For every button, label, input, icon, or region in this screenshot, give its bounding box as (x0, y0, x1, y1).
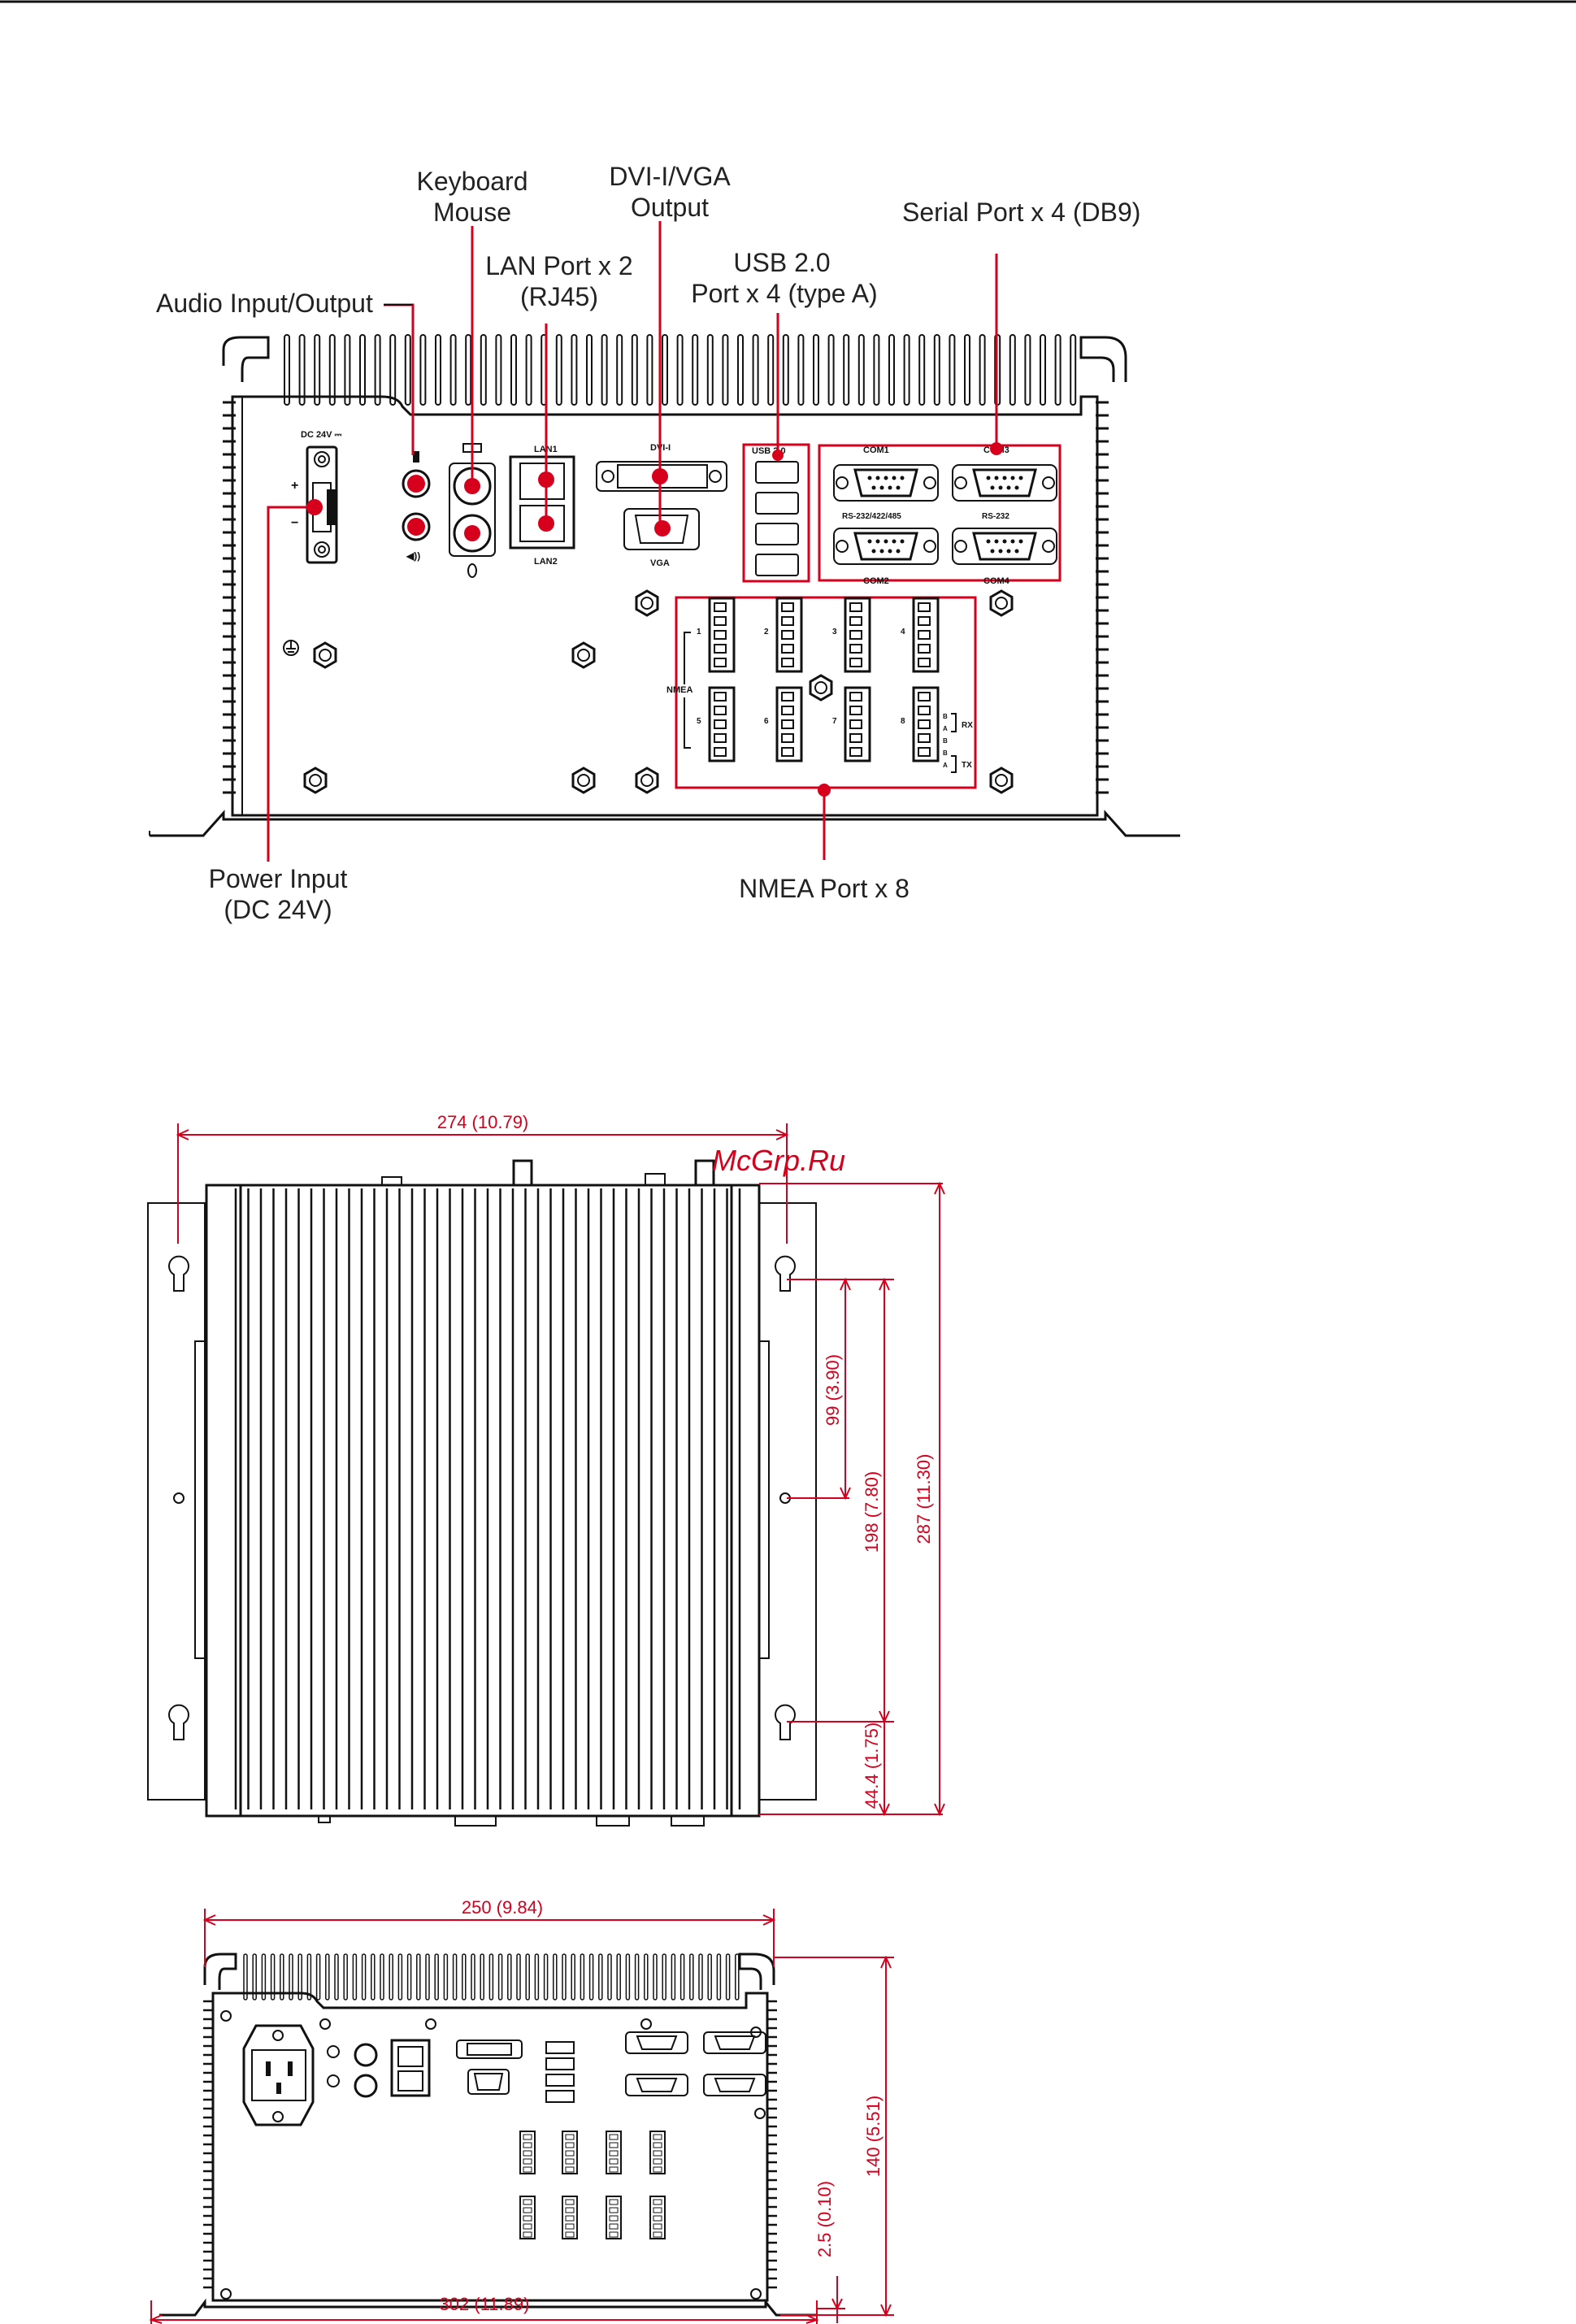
top-dimensions (176, 1123, 945, 1817)
dim-hole-44: 44.4 (1.75) (862, 1722, 882, 1809)
nmea-pin-label: B (943, 713, 948, 720)
usb-highlight-box (742, 443, 810, 583)
front-dimensions (149, 1909, 894, 2324)
output-label: Output (631, 193, 709, 222)
mounting-nuts (303, 589, 1014, 794)
nmea-port-number: 5 (697, 717, 701, 726)
usb-ports: USB 2.0 (742, 443, 810, 583)
front-body (211, 1992, 769, 2302)
dim-hole-99: 99 (3.90) (823, 1354, 843, 1426)
nmea-pin-label: B (943, 749, 948, 757)
com2-label: COM2 (863, 576, 889, 586)
ground-icon (283, 640, 299, 656)
serial-port-label: Serial Port x 4 (DB9) (902, 198, 1140, 227)
dim-overall-width: 302 (11.89) (440, 2294, 530, 2314)
lan-ports: LAN1 LAN2 (509, 445, 575, 567)
nmea-port-number: 7 (832, 717, 837, 726)
lan2-label: LAN2 (534, 557, 558, 567)
audio-jacks: ◀)) (402, 451, 431, 562)
rs232-label: RS-232 (982, 512, 1009, 521)
front-ports (327, 2031, 766, 2239)
dim-foot: 2.5 (0.10) (814, 2181, 835, 2257)
com4-label: COM4 (983, 576, 1010, 586)
watermark: McGrp.Ru (712, 1144, 845, 1177)
nmea-pin-label: A (943, 725, 948, 732)
nmea-port-label: NMEA Port x 8 (739, 874, 910, 903)
nmea-pin-label: A (943, 762, 948, 769)
serial-highlight-box (818, 444, 1062, 582)
nmea-port-number: 4 (901, 628, 905, 636)
dim-top-depth: 287 (11.30) (914, 1454, 934, 1544)
dim-hole-198: 198 (7.80) (862, 1471, 882, 1553)
dim-top-width: 274 (10.79) (437, 1112, 529, 1132)
nmea-port-number: 1 (697, 628, 701, 636)
com1-label: COM1 (863, 445, 889, 455)
dc-24v-label: DC 24V ⎓ (301, 430, 342, 440)
nmea-port-number: 2 (764, 628, 769, 636)
nmea-port-number: 6 (764, 717, 769, 726)
mouse-icon (467, 563, 477, 578)
usb-version-label: USB 2.0 (733, 248, 830, 277)
lan-port-label: LAN Port x 2 (485, 251, 632, 280)
mouse-label: Mouse (433, 198, 511, 227)
speaker-icon: ◀)) (406, 550, 420, 562)
callout-leaders (267, 221, 998, 862)
video-ports: DVI-I VGA (596, 443, 727, 568)
rj45-label: (RJ45) (520, 282, 598, 311)
vga-label: VGA (650, 558, 670, 568)
nmea-port-number: 3 (832, 628, 837, 636)
rx-label: RX (962, 721, 973, 730)
left-ear (222, 336, 270, 382)
front-fins-left (203, 2000, 213, 2289)
nmea-port-number: 8 (901, 717, 905, 726)
front-fins-right (767, 2000, 777, 2289)
serial-ports: COM1 COM3 RS-232/422/485 RS-232 COM2 COM… (818, 442, 1062, 586)
power-input-label: Power Input (209, 864, 348, 893)
heatsink-fins-left (223, 401, 236, 794)
rs-multi-label: RS-232/422/485 (842, 512, 901, 521)
top-fins (234, 1185, 741, 1816)
nmea-pin-label: B (943, 737, 948, 745)
keyboard-label: Keyboard (417, 167, 528, 196)
dc24v-label: (DC 24V) (224, 895, 332, 924)
dvi-vga-label: DVI-I/VGA (609, 162, 731, 191)
dim-front-height: 140 (5.51) (863, 2096, 884, 2177)
top-view: 274 (10.79) 287 (11.30) 99 (3.90) 198 (7… (147, 1112, 945, 1827)
usb-port-label: Port x 4 (type A) (691, 279, 877, 308)
heatsink-fins-top (284, 334, 1077, 406)
rear-panel-view: DC 24V ⎓ + − ◀)) (149, 162, 1180, 924)
keyholes (168, 1255, 796, 1740)
ac-inlet (242, 2024, 315, 2126)
front-fins-top (243, 1953, 740, 2000)
audio-label: Audio Input/Output (156, 289, 373, 318)
plus-label: + (291, 479, 298, 493)
minus-label: − (291, 516, 298, 530)
tx-label: TX (962, 761, 972, 770)
right-ear (1079, 336, 1127, 382)
dim-front-width: 250 (9.84) (462, 1897, 543, 1918)
front-view: 250 (9.84) 140 (5.51) 2.5 (0.10) 302 (11… (149, 1897, 894, 2324)
panel-body (231, 395, 1099, 817)
nmea-label: NMEA (666, 685, 692, 695)
